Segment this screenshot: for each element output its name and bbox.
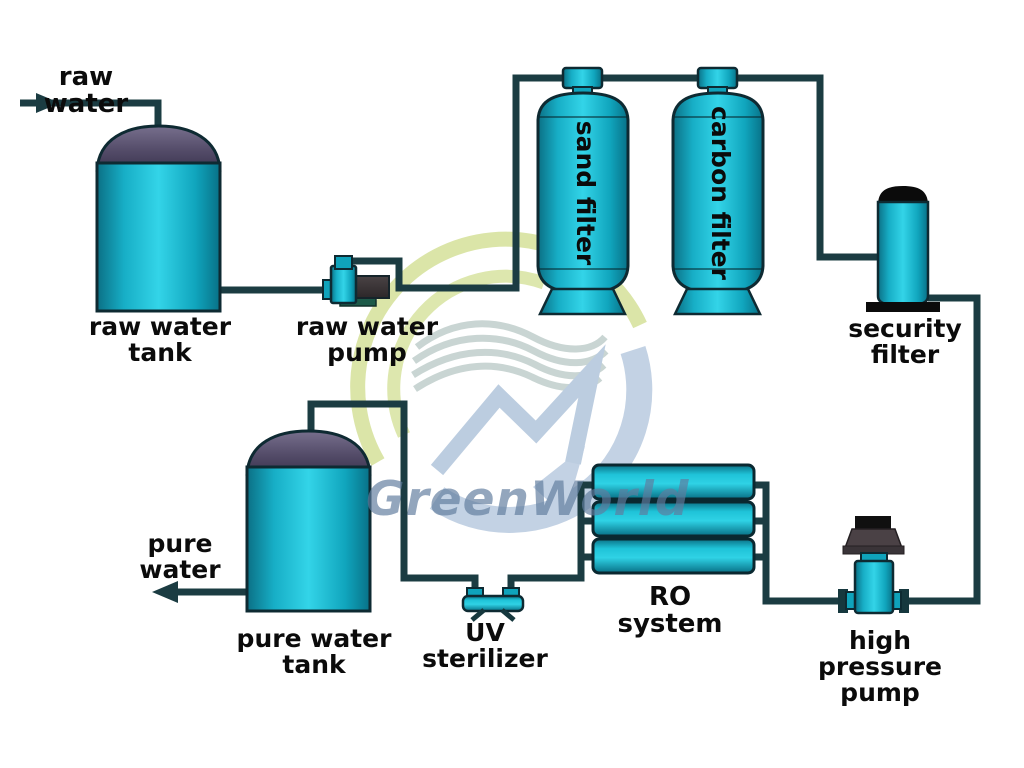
pipe-pump-to-filters (340, 74, 882, 292)
greenworld-watermark-text: GreenWorld (366, 472, 690, 527)
pure-water-tank (245, 429, 372, 613)
label-sand-filter: sand filter (571, 120, 600, 266)
logo-drop-tip (533, 446, 585, 516)
raw-water-pump (322, 255, 390, 307)
security-filter-vessel (866, 186, 940, 312)
high-pressure-pump (838, 516, 909, 615)
label-security-filter: security filter (848, 314, 962, 369)
label-carbon-filter: carbon filter (706, 106, 735, 280)
label-pure-water-tank: pure water tank (236, 624, 392, 679)
label-pure-water-outlet: pure water (139, 529, 221, 584)
label-raw-water-pump: raw water pump (295, 312, 439, 367)
label-uv-sterilizer: UV sterilizer (422, 618, 548, 673)
label-raw-water-tank: raw water tank (88, 312, 232, 367)
ro-membrane-2 (591, 500, 756, 538)
logo-green-inner-arc (387, 269, 547, 438)
logo-zigzag (430, 344, 606, 476)
ro-membrane-1 (591, 463, 756, 501)
pipe-security-to-hp-pump (900, 294, 981, 605)
logo-blue-arc (429, 346, 653, 533)
raw-water-tank (95, 124, 222, 313)
inlet-arrowhead-icon (36, 93, 60, 113)
outlet-arrowhead-icon (152, 581, 178, 603)
pipe-uv-to-pure-tank (307, 400, 479, 594)
pipe-hp-pump-to-ro (751, 481, 846, 605)
pipe-network (20, 74, 981, 605)
label-ro-system: RO system (617, 582, 723, 640)
label-high-pressure-pump: high pressure pump (817, 626, 943, 707)
uv-sterilizer-unit (461, 587, 525, 622)
ro-membrane-3 (591, 537, 756, 575)
label-raw-water-inlet: raw water (43, 62, 129, 120)
ro-system-membranes (591, 463, 756, 575)
